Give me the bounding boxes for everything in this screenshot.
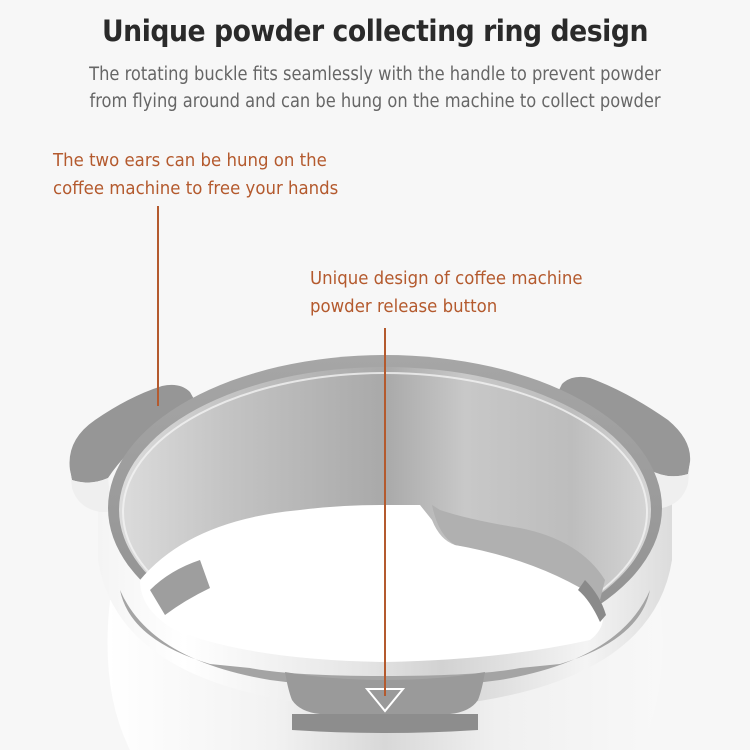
annotation-release-button: Unique design of coffee machine powder r… bbox=[310, 265, 583, 321]
annotation-button-line-2: powder release button bbox=[310, 296, 498, 317]
page-title: Unique powder collecting ring design bbox=[101, 14, 649, 48]
annotation-button-line-1: Unique design of coffee machine bbox=[310, 268, 583, 289]
subtitle-line-2: from flying around and can be hung on th… bbox=[89, 91, 661, 112]
annotation-ears-line-1: The two ears can be hung on the bbox=[53, 150, 327, 171]
left-ear bbox=[69, 384, 200, 483]
ring-opening bbox=[140, 505, 604, 662]
subtitle-line-1: The rotating buckle fits seamlessly with… bbox=[89, 64, 661, 85]
leader-line-ears bbox=[157, 206, 159, 406]
leader-line-release-button bbox=[384, 328, 386, 696]
page-subtitle: The rotating buckle fits seamlessly with… bbox=[45, 61, 705, 115]
annotation-ears: The two ears can be hung on the coffee m… bbox=[53, 147, 338, 203]
right-ear bbox=[552, 376, 691, 477]
annotation-ears-line-2: coffee machine to free your hands bbox=[53, 178, 339, 199]
